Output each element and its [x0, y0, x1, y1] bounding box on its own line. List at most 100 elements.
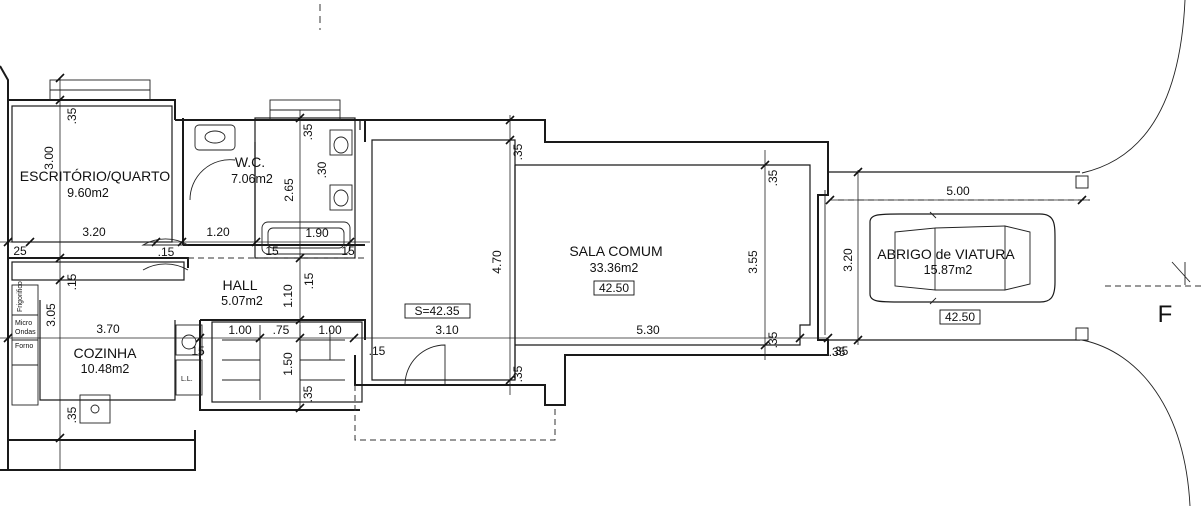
- dim-sala-inner35: .35: [766, 169, 780, 186]
- room-name-hall: HALL: [222, 277, 257, 293]
- dim-stair-75: .75: [273, 323, 290, 337]
- section-letter: F: [1158, 301, 1173, 328]
- dim-stair-35: .35: [301, 385, 315, 402]
- dim-hall-w: 1.20: [206, 225, 230, 239]
- wall-sala-inner: [515, 164, 811, 346]
- dim-left-25: 25: [13, 244, 27, 258]
- label-forno: Forno: [15, 343, 33, 350]
- label-frigorifico: Frigorifico: [17, 281, 24, 312]
- driveway: [319, 0, 1202, 506]
- dim-sala-h: 4.70: [490, 250, 504, 274]
- dim-stair-15: .15: [369, 344, 386, 358]
- stair-box: [211, 321, 363, 403]
- abrigo-level-tag: 42.50: [945, 310, 975, 324]
- pillar-top: [1075, 175, 1089, 189]
- wall-sala-outer: [354, 119, 829, 406]
- dim-esc-w: 3.20: [82, 225, 106, 239]
- dim-door-15: .15: [158, 245, 175, 259]
- dim-bath-15a: 15: [265, 244, 279, 258]
- dim-stair-100b: 1.00: [318, 323, 342, 337]
- dim-coz-15h: 15: [191, 344, 205, 358]
- dim-sala-530: 5.30: [636, 323, 660, 337]
- dim-wc-v30: .30: [315, 161, 329, 178]
- dim-sala-right35: .35: [829, 345, 846, 359]
- dim-esc-wall: .35: [65, 107, 79, 124]
- sala-level-box: [593, 280, 635, 296]
- wall-coz-top: [8, 257, 189, 268]
- dimension-texts: 3.00 .35 3.20 25 .15 1.20 2.65 .30 .35 1…: [13, 107, 970, 423]
- room-area-hall: 5.07m2: [221, 294, 263, 308]
- room-name-escritorio: ESCRITÓRIO/QUARTO: [20, 168, 171, 184]
- appliance-labels: Frigorifico Micro Ondas Forno L.L.: [15, 281, 193, 383]
- dim-sala-top35: .35: [511, 143, 525, 160]
- label-micro: Micro: [15, 320, 32, 327]
- driveway-curve-top: [1081, 0, 1186, 174]
- dim-sala-35-bottom: .35: [511, 365, 525, 382]
- dim-coz-w: 3.70: [96, 322, 120, 336]
- dashed-terrace: [354, 385, 556, 441]
- dim-bath-15b: 15: [341, 244, 355, 258]
- bathtub: [261, 221, 351, 255]
- dim-stair-100a: 1.00: [228, 323, 252, 337]
- coz-appliances: [11, 284, 39, 406]
- wc-bath-area: [254, 117, 356, 259]
- section-arrow-1: [1171, 261, 1191, 283]
- dimension-lines: [0, 73, 1090, 470]
- toilet: [329, 129, 353, 156]
- coz-counter: [39, 300, 176, 401]
- wc-fixtures: [194, 124, 353, 255]
- dim-sala-355: 3.55: [746, 250, 760, 274]
- wall-esc-top: [0, 65, 176, 120]
- dim-bath-w: 1.90: [305, 226, 329, 240]
- room-area-wc: 7.06m2: [231, 172, 273, 186]
- dim-car-35: .35: [832, 344, 849, 358]
- dim-sala-bot35: .35: [766, 331, 780, 348]
- label-ondas: Ondas: [15, 329, 36, 336]
- room-name-cozinha: COZINHA: [74, 345, 138, 361]
- dim-hall-v15: .15: [302, 272, 316, 289]
- dim-hall-h: 1.10: [281, 284, 295, 308]
- label-ll: L.L.: [181, 376, 193, 383]
- room-area-sala: 33.36m2: [590, 261, 639, 275]
- dim-coz-35: .35: [65, 406, 79, 423]
- wall-coz-bottom: [8, 430, 196, 471]
- sala-level-tag: 42.50: [599, 281, 629, 295]
- dim-wc-h: 2.65: [282, 178, 296, 202]
- washbasin: [194, 124, 236, 151]
- door-coz: [142, 263, 189, 271]
- dim-wc-v35: .35: [301, 123, 315, 140]
- dim-stair-310: 3.10: [435, 323, 459, 337]
- bidet: [329, 184, 353, 211]
- dim-car-h: 3.20: [841, 248, 855, 272]
- coz-boiler: [175, 324, 203, 356]
- dim-stair-150: 1.50: [281, 352, 295, 376]
- s-area-label: S=42.35: [414, 304, 459, 318]
- wall-stair-top: [200, 319, 366, 340]
- room-area-escritorio: 9.60m2: [67, 186, 109, 200]
- room-name-abrigo: ABRIGO de VIATURA: [877, 246, 1015, 262]
- room-area-cozinha: 10.48m2: [81, 362, 130, 376]
- abrigo-level-box: [939, 309, 981, 325]
- dim-coz-h: 3.05: [44, 303, 58, 327]
- door-sala: [404, 344, 446, 386]
- dim-coz-15v: .15: [65, 273, 79, 290]
- room-area-abrigo: 15.87m2: [924, 263, 973, 277]
- coz-top-band: [11, 261, 185, 281]
- car-icon: [869, 211, 1056, 305]
- dim-car-w: 5.00: [946, 184, 970, 198]
- door-wc: [189, 159, 236, 201]
- dim-esc-h: 3.00: [42, 146, 56, 170]
- doors: [141, 159, 446, 386]
- s-area-box: [404, 303, 471, 319]
- room-name-wc: W.C.: [235, 154, 265, 170]
- wall-left: [0, 100, 9, 471]
- driveway-curve-bottom: [1081, 339, 1191, 506]
- coz-sink: [79, 394, 111, 424]
- pillar-bottom: [1075, 327, 1089, 341]
- coz-ll: [175, 359, 203, 396]
- door-esc: [141, 238, 189, 246]
- room-name-sala: SALA COMUM: [569, 243, 662, 259]
- wall-stair-outer: [199, 320, 360, 411]
- room-labels: ESCRITÓRIO/QUARTO 9.60m2 W.C. 7.06m2 SAL…: [20, 154, 1173, 376]
